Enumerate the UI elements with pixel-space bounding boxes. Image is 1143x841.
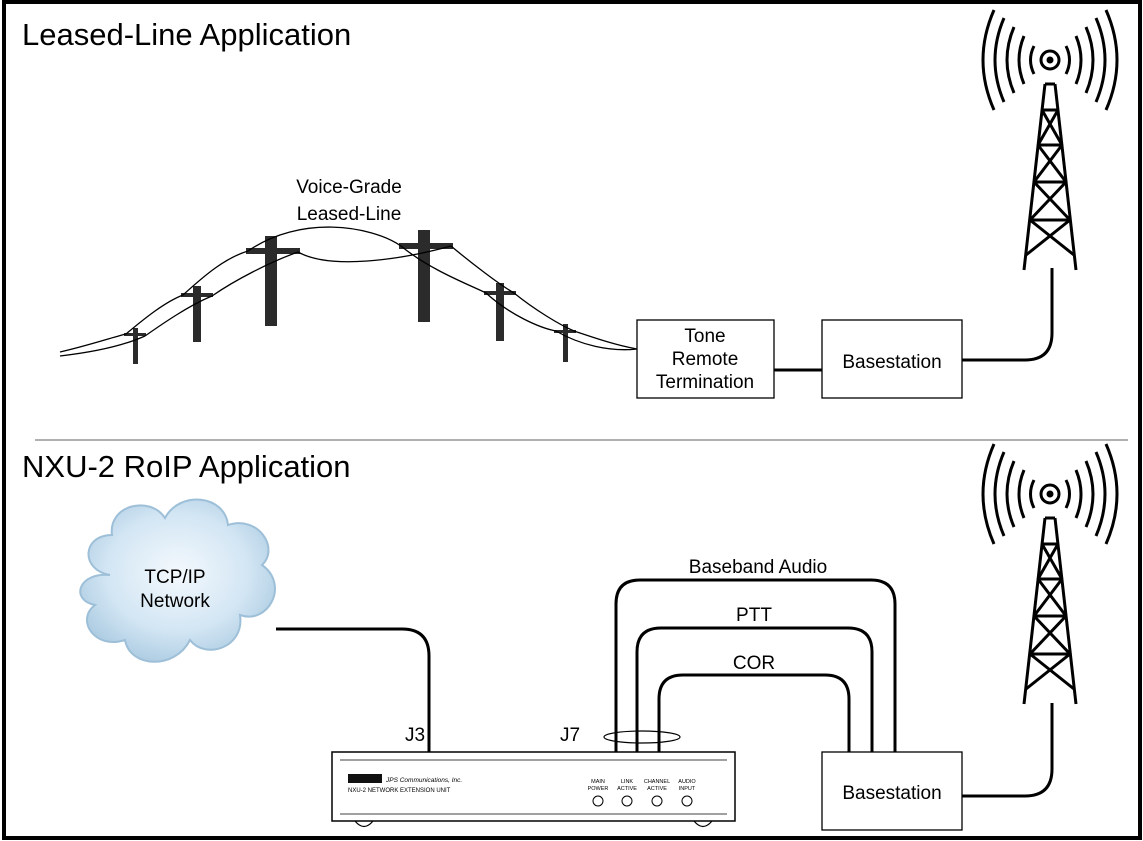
device-model: NXU-2 NETWORK EXTENSION UNIT bbox=[348, 788, 451, 794]
cloud-icon bbox=[79, 498, 276, 663]
basestation-label-bottom: Basestation bbox=[842, 783, 941, 804]
baseband-audio-cable bbox=[614, 578, 897, 752]
nxu-2-device: JPS Communications, Inc. NXU-2 NETWORK E… bbox=[331, 751, 736, 828]
basestation-label-top: Basestation bbox=[842, 352, 941, 373]
radio-tower-icon bbox=[981, 9, 1119, 271]
cor-cable bbox=[657, 673, 851, 752]
utility-pole-icon bbox=[554, 324, 576, 362]
led-channel-label-1: CHANNEL bbox=[644, 779, 670, 785]
cloud-label-1: TCP/IP bbox=[144, 567, 205, 588]
led-audio-label-1: AUDIO bbox=[678, 779, 696, 785]
tone-remote-label-3: Termination bbox=[656, 372, 754, 393]
ptt-cable bbox=[635, 626, 874, 752]
utility-pole-icon bbox=[246, 236, 300, 326]
j7-label: J7 bbox=[560, 725, 580, 746]
leased-line-label-2: Leased-Line bbox=[297, 204, 402, 225]
radio-tower-icon bbox=[981, 443, 1119, 705]
led-main-label-1: MAIN bbox=[591, 779, 605, 785]
led-link-label-2: ACTIVE bbox=[617, 786, 637, 792]
tone-remote-termination-box bbox=[636, 319, 775, 399]
led-audio-label-2: INPUT bbox=[679, 786, 696, 792]
basestation-box-top bbox=[821, 319, 963, 399]
j3-label: J3 bbox=[405, 725, 425, 746]
leased-line-label-1: Voice-Grade bbox=[296, 177, 402, 198]
utility-pole-icon bbox=[181, 286, 213, 342]
basestation-box-bottom bbox=[821, 751, 963, 831]
leased-title: Leased-Line Application bbox=[22, 17, 351, 52]
utility-pole-icon bbox=[124, 328, 146, 364]
led-link-active bbox=[621, 795, 633, 807]
cor-label: COR bbox=[733, 653, 775, 674]
j7-bundle-ellipse bbox=[603, 730, 681, 744]
utility-pole-icon bbox=[484, 283, 516, 341]
led-audio-input bbox=[681, 795, 693, 807]
led-main-power bbox=[592, 795, 604, 807]
antenna-cable-bottom bbox=[962, 703, 1054, 798]
tone-remote-label-1: Tone bbox=[684, 326, 725, 347]
utility-pole-icon bbox=[399, 230, 453, 322]
roip-title: NXU-2 RoIP Application bbox=[22, 449, 351, 484]
cloud-label-2: Network bbox=[140, 591, 210, 612]
jps-logo bbox=[348, 774, 382, 783]
network-cable bbox=[276, 627, 431, 752]
tone-remote-label-2: Remote bbox=[672, 349, 739, 370]
device-brand: JPS Communications, Inc. bbox=[385, 777, 462, 784]
led-channel-label-2: ACTIVE bbox=[647, 786, 667, 792]
leased-line-wires bbox=[59, 226, 638, 357]
led-link-label-1: LINK bbox=[621, 779, 634, 785]
baseband-audio-label: Baseband Audio bbox=[689, 557, 827, 578]
antenna-cable-top bbox=[962, 268, 1054, 362]
led-main-label-2: POWER bbox=[588, 786, 609, 792]
ptt-label: PTT bbox=[736, 605, 772, 626]
led-channel-active bbox=[651, 795, 663, 807]
